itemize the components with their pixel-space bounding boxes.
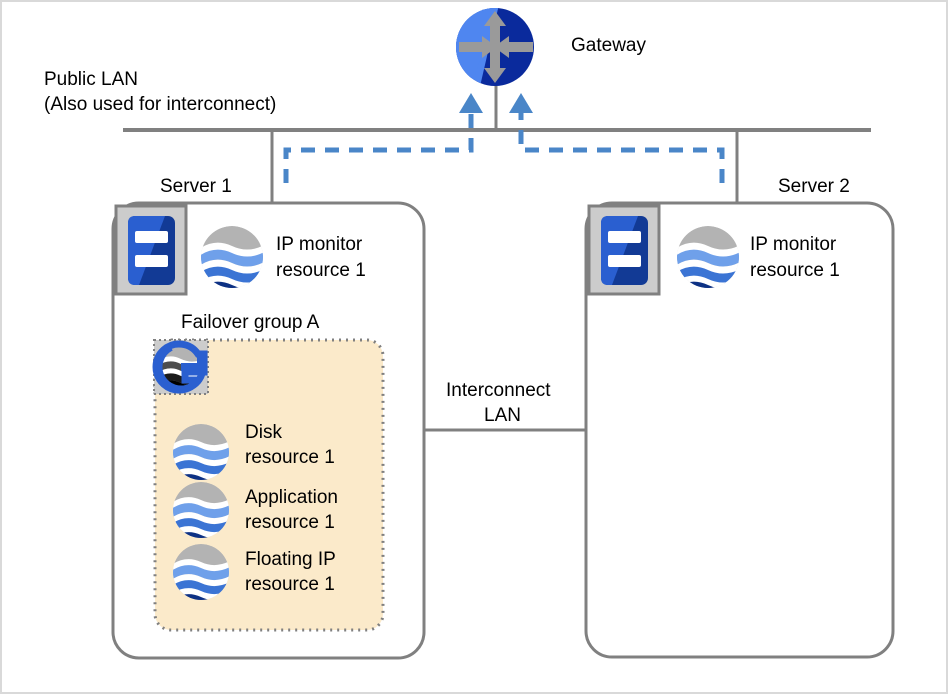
dashed-path-server2-to-gateway bbox=[518, 105, 725, 183]
floating-ip-resource-1-label-line2: resource 1 bbox=[245, 574, 335, 595]
disk-resource-1-label-line2: resource 1 bbox=[245, 447, 335, 468]
server-icon-2 bbox=[587, 204, 661, 296]
failover-group-a-label: Failover group A bbox=[181, 312, 320, 333]
dashed-path-server1-to-gateway bbox=[283, 105, 474, 183]
server-1-label: Server 1 bbox=[160, 176, 232, 197]
ip-monitor-2-label-line2: resource 1 bbox=[750, 260, 840, 281]
resource-globe-icon-ip-monitor-1 bbox=[201, 226, 263, 288]
dashed-path-server1-arrowhead bbox=[459, 93, 483, 113]
server-2-label: Server 2 bbox=[778, 176, 850, 197]
public-lan-label-line2: (Also used for interconnect) bbox=[44, 94, 276, 115]
floating-ip-resource-1-label-line1: Floating IP bbox=[245, 549, 336, 570]
server-icon-1 bbox=[114, 204, 188, 296]
application-resource-1-label-line1: Application bbox=[245, 487, 338, 508]
dashed-path-server2-arrowhead bbox=[509, 93, 533, 113]
public-lan-label-line1: Public LAN bbox=[44, 69, 138, 90]
gateway-router-icon bbox=[456, 8, 534, 86]
ip-monitor-2-label-line1: IP monitor bbox=[750, 234, 837, 255]
ip-monitor-1-label-line1: IP monitor bbox=[276, 234, 363, 255]
interconnect-lan-label-line1: Interconnect bbox=[446, 380, 551, 401]
server-2-box[interactable] bbox=[584, 201, 895, 659]
gateway-label: Gateway bbox=[571, 35, 646, 56]
application-resource-1-label-line2: resource 1 bbox=[245, 512, 335, 533]
interconnect-lan-label-line2: LAN bbox=[484, 405, 521, 426]
disk-resource-1-label-line1: Disk bbox=[245, 422, 282, 443]
ip-monitor-1-label-line2: resource 1 bbox=[276, 260, 366, 281]
failover-group-icon bbox=[152, 339, 209, 395]
